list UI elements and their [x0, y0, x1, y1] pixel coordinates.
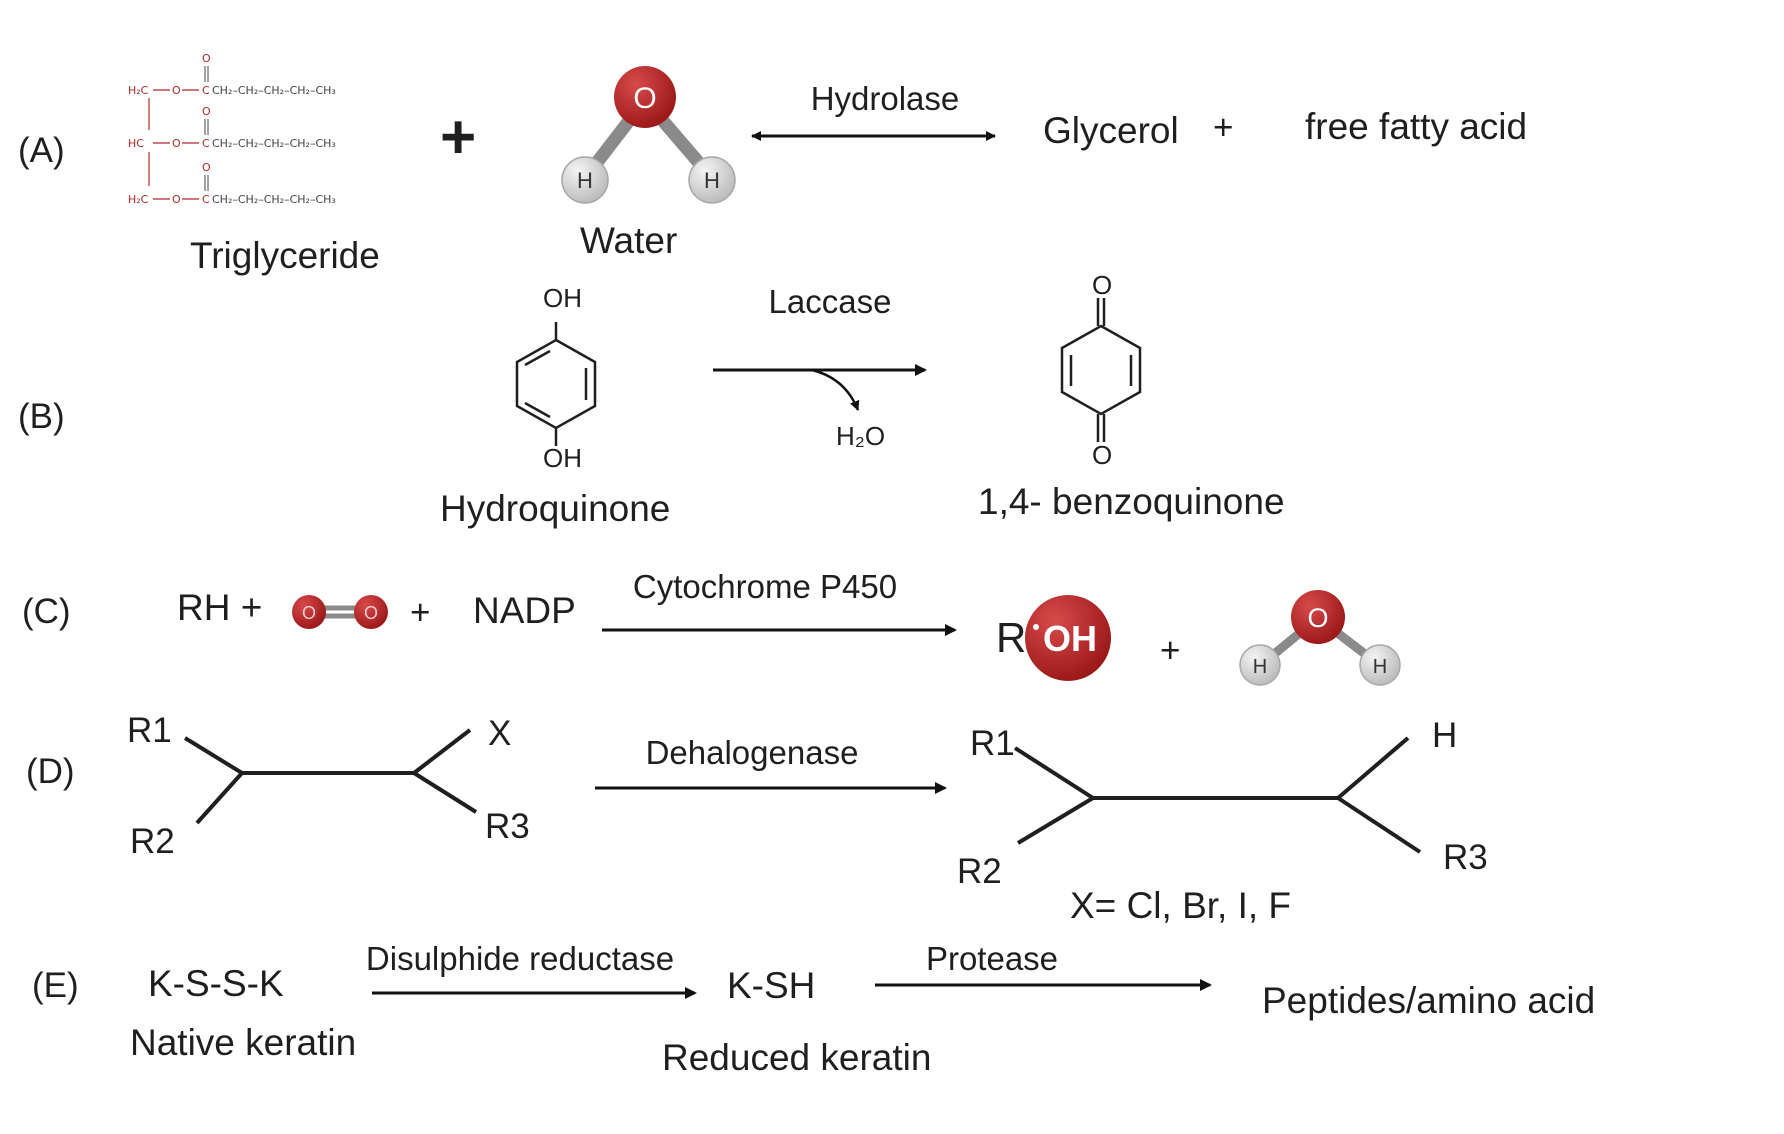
water-c-h-right: H: [1373, 656, 1387, 678]
water-molecule-icon: O H H: [561, 66, 736, 204]
hydroxyl-label: OH: [1043, 618, 1097, 659]
hydroxyl-icon: [1025, 595, 1111, 681]
glycerol-label: Glycerol: [1043, 110, 1179, 151]
r3-label-left: R3: [485, 807, 530, 846]
hydroquinone-structure: [515, 322, 597, 446]
h2o-byproduct: H₂O: [836, 421, 885, 451]
hydroquinone-oh-top: OH: [543, 283, 582, 313]
r1-label-right: R1: [970, 724, 1015, 763]
water-o-atom: O: [633, 82, 656, 115]
o2-atom-right: O: [364, 603, 378, 623]
nadp-label: NADP: [473, 590, 576, 631]
water-release-arrow: [811, 368, 860, 411]
reaction-e: (E) K-S-S-K Native keratin Disulphide re…: [32, 940, 1595, 1078]
triglyceride-structure: H₂C O C O CH₂–CH₂–CH₂–CH₂–CH₃ HC O C O C…: [128, 52, 336, 206]
tg-carbonyl-o-2: O: [202, 105, 211, 118]
disulphide-reductase-label: Disulphide reductase: [366, 940, 674, 977]
plus-a-2: +: [1213, 108, 1233, 147]
tag-c: (C): [22, 592, 71, 631]
dehalogenase-label: Dehalogenase: [646, 734, 859, 771]
cytochrome-label: Cytochrome P450: [633, 568, 897, 605]
plus-c-1: +: [410, 593, 430, 632]
kssk-label: K-S-S-K: [148, 963, 284, 1004]
alkane-structure: [1013, 736, 1422, 854]
benzoquinone-o-top: O: [1092, 270, 1112, 300]
tg-c-1: C: [202, 84, 210, 97]
water-h-atom-left: H: [577, 168, 593, 193]
tg-carbonyl-o-3: O: [202, 161, 211, 174]
triglyceride-label: Triglyceride: [190, 235, 380, 276]
x-label: X: [488, 714, 511, 753]
reaction-d: (D) R1 R2 X R3 Dehalogenase R1 R2 H R3 X…: [26, 711, 1488, 926]
tg-c-2: C: [202, 137, 210, 150]
r1-label-left: R1: [127, 711, 172, 750]
reduced-keratin-label: Reduced keratin: [662, 1037, 931, 1078]
water-label: Water: [580, 220, 677, 261]
tg-h2c-1: H₂C: [128, 84, 149, 97]
radical-dot: [1033, 624, 1039, 630]
tg-h2c-3: H₂C: [128, 193, 149, 206]
laccase-label: Laccase: [769, 283, 892, 320]
h-label: H: [1432, 716, 1457, 755]
water-molecule-icon-c: O H H: [1239, 590, 1401, 686]
oxygen-molecule-icon: O O: [292, 595, 388, 629]
plus-c-2: +: [1160, 631, 1180, 670]
o2-atom-left: O: [302, 603, 316, 623]
hydroquinone-label: Hydroquinone: [440, 488, 670, 529]
tag-d: (D): [26, 752, 75, 791]
tg-carbonyl-o-1: O: [202, 52, 211, 65]
tg-c-3: C: [202, 193, 210, 206]
peptides-label: Peptides/amino acid: [1262, 980, 1595, 1021]
hydroquinone-oh-bottom: OH: [543, 443, 582, 473]
water-c-o-atom: O: [1307, 603, 1328, 633]
tag-b: (B): [18, 397, 65, 436]
benzoquinone-o-bottom: O: [1092, 440, 1112, 470]
reaction-c: (C) RH + O O + NADP Cytochrome P450 R OH…: [22, 568, 1401, 686]
tg-ester-o-1: O: [172, 84, 181, 97]
rh-label: RH +: [177, 587, 262, 628]
reaction-b: (B) OH OH Hydroquinone Laccase H₂O O O: [18, 270, 1285, 529]
tg-ester-o-3: O: [172, 193, 181, 206]
native-keratin-label: Native keratin: [130, 1022, 356, 1063]
haloalkane-structure: [183, 728, 478, 825]
fatty-acid-label: free fatty acid: [1305, 106, 1527, 147]
tag-a: (A): [18, 131, 65, 170]
r2-label-left: R2: [130, 822, 175, 861]
tg-chain-2: CH₂–CH₂–CH₂–CH₂–CH₃: [212, 137, 336, 150]
r2-label-right: R2: [957, 852, 1002, 891]
plus-a-1: +: [440, 103, 476, 172]
protease-label: Protease: [926, 940, 1058, 977]
hydrolase-label: Hydrolase: [811, 80, 960, 117]
water-c-h-left: H: [1253, 656, 1267, 678]
tg-chain-3: CH₂–CH₂–CH₂–CH₂–CH₃: [212, 193, 336, 206]
tg-chain-1: CH₂–CH₂–CH₂–CH₂–CH₃: [212, 84, 336, 97]
benzoquinone-structure: [1060, 298, 1142, 442]
ksh-label: K-SH: [727, 965, 815, 1006]
tag-e: (E): [32, 966, 79, 1005]
r3-label-right: R3: [1443, 838, 1488, 877]
water-h-atom-right: H: [704, 168, 720, 193]
r-group-label: R: [996, 614, 1026, 661]
tg-ester-o-2: O: [172, 137, 181, 150]
benzoquinone-label: 1,4- benzoquinone: [978, 481, 1285, 522]
reaction-a: (A) H₂C O C O CH₂–CH₂–CH₂–CH₂–CH₃ HC O C…: [18, 52, 1527, 276]
halogen-note: X= Cl, Br, I, F: [1070, 885, 1291, 926]
tg-hc-2: HC: [128, 137, 144, 150]
